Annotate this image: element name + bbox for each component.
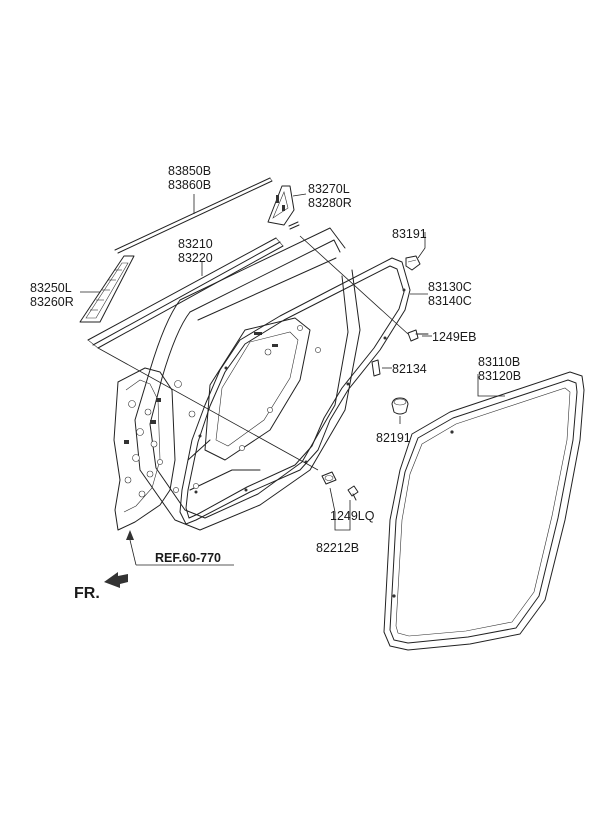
rear-corner-molding <box>79 255 135 323</box>
screw-1249LQ <box>347 485 359 501</box>
label-83860B: 83860B <box>168 178 211 192</box>
label-83140C: 83140C <box>428 294 472 308</box>
label-front: FR. <box>74 585 100 602</box>
label-83191: 83191 <box>392 227 427 241</box>
label-83260R: 83260R <box>30 295 74 309</box>
body-side-weatherstrip <box>383 371 585 651</box>
ref-arrow-icon <box>126 530 134 540</box>
label-82134: 82134 <box>392 362 427 376</box>
pad-82134 <box>371 359 381 377</box>
label-83250L: 83250L <box>30 281 72 295</box>
label-83120B: 83120B <box>478 369 521 383</box>
label-83130C: 83130C <box>428 280 472 294</box>
door-frame <box>134 227 361 531</box>
label-82191: 82191 <box>376 431 411 445</box>
label-ref: REF.60-770 <box>155 551 221 565</box>
body-side-pillar <box>113 367 176 531</box>
label-83110B: 83110B <box>478 355 520 369</box>
label-1249EB: 1249EB <box>432 330 476 344</box>
cap-83191 <box>405 255 421 271</box>
label-1249LQ: 1249LQ <box>330 509 375 523</box>
label-83850B: 83850B <box>168 164 211 178</box>
door-side-weatherstrip <box>179 257 411 525</box>
plug-82191 <box>391 397 409 415</box>
screw-1249EB <box>407 329 429 342</box>
belt-weatherstrip <box>87 237 284 349</box>
belt-molding-strip <box>114 177 273 254</box>
front-arrow-icon <box>104 572 128 588</box>
label-83280R: 83280R <box>308 196 352 210</box>
leader-lines <box>80 193 505 566</box>
label-83220: 83220 <box>178 251 213 265</box>
grommet-82212B <box>321 471 337 485</box>
label-83210: 83210 <box>178 237 213 251</box>
delta-molding <box>267 185 295 226</box>
label-83270L: 83270L <box>308 182 350 196</box>
trim-clip <box>288 221 300 230</box>
label-82212B: 82212B <box>316 541 359 555</box>
